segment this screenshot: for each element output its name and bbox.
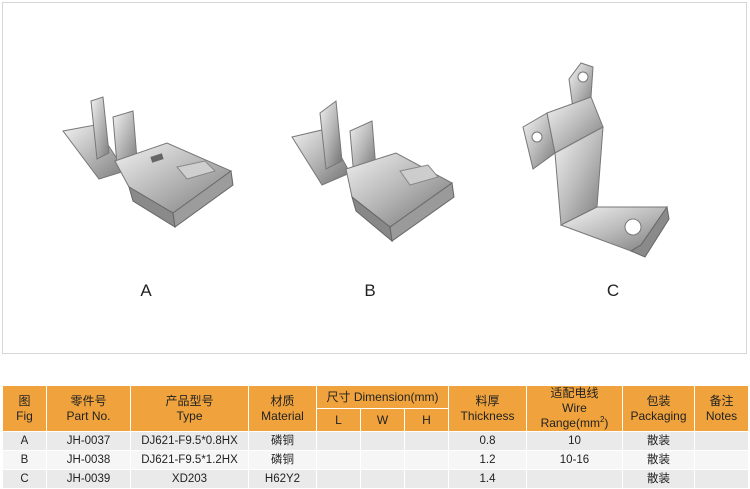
figure-label-a: A <box>140 281 152 300</box>
cell-type: DJ621-F9.5*0.8HX <box>130 431 249 451</box>
header-subrow: L W H <box>3 408 749 432</box>
header-packaging: 包装 Packaging <box>622 385 695 432</box>
product-photo-panel: A B <box>2 2 747 354</box>
cell-wire-range: 10-16 <box>526 450 623 470</box>
header-dim-w: W <box>360 408 405 432</box>
cell-fig: A <box>2 431 47 451</box>
spec-table: 图 Fig 零件号 Part No. 产品型号 Type 材质 Material… <box>2 385 749 489</box>
cell-part-no: JH-0038 <box>46 450 131 470</box>
table-row: C JH-0039 XD203 H62Y2 1.4 散装 <box>2 469 749 489</box>
cell-thickness: 1.4 <box>448 469 527 489</box>
cell-l <box>316 431 361 451</box>
bracket-c-image <box>511 57 686 267</box>
cell-wire-range: 10 <box>526 431 623 451</box>
cell-w <box>360 469 405 489</box>
cell-packaging: 散装 <box>622 431 695 451</box>
figure-label-c: C <box>606 281 620 300</box>
cell-material: H62Y2 <box>248 469 317 489</box>
cell-notes <box>694 431 749 451</box>
cell-h <box>404 450 449 470</box>
cell-part-no: JH-0037 <box>46 431 131 451</box>
cell-l <box>316 450 361 470</box>
terminal-a-image <box>55 93 240 233</box>
cell-material: 磷铜 <box>248 431 317 451</box>
cell-type: DJ621-F9.5*1.2HX <box>130 450 249 470</box>
cell-fig: B <box>2 450 47 470</box>
header-material: 材质 Material <box>248 385 317 432</box>
header-wire-range: 适配电线 Wire Range(mm2) <box>526 385 623 432</box>
header-row: 图 Fig 零件号 Part No. 产品型号 Type 材质 Material… <box>2 385 749 432</box>
cell-packaging: 散装 <box>622 469 695 489</box>
cell-wire-range <box>526 469 623 489</box>
table-row: B JH-0038 DJ621-F9.5*1.2HX 磷铜 1.2 10-16 … <box>2 450 749 470</box>
cell-thickness: 0.8 <box>448 431 527 451</box>
cell-notes <box>694 469 749 489</box>
header-fig: 图 Fig <box>2 385 47 432</box>
cell-w <box>360 450 405 470</box>
terminal-b-image <box>288 97 458 247</box>
header-dim-l: L <box>316 408 361 432</box>
header-dimension: 尺寸 Dimension(mm) <box>316 385 449 409</box>
cell-part-no: JH-0039 <box>46 469 131 489</box>
figure-label-b: B <box>364 281 376 300</box>
header-notes: 备注 Notes <box>694 385 749 432</box>
header-type: 产品型号 Type <box>130 385 249 432</box>
table-row: A JH-0037 DJ621-F9.5*0.8HX 磷铜 0.8 10 散装 <box>2 431 749 451</box>
header-dim-h: H <box>404 408 449 432</box>
cell-material: 磷铜 <box>248 450 317 470</box>
cell-type: XD203 <box>130 469 249 489</box>
cell-l <box>316 469 361 489</box>
header-thickness: 料厚 Thickness <box>448 385 527 432</box>
cell-thickness: 1.2 <box>448 450 527 470</box>
cell-packaging: 散装 <box>622 450 695 470</box>
cell-h <box>404 431 449 451</box>
header-part-no: 零件号 Part No. <box>46 385 131 432</box>
cell-notes <box>694 450 749 470</box>
cell-w <box>360 431 405 451</box>
